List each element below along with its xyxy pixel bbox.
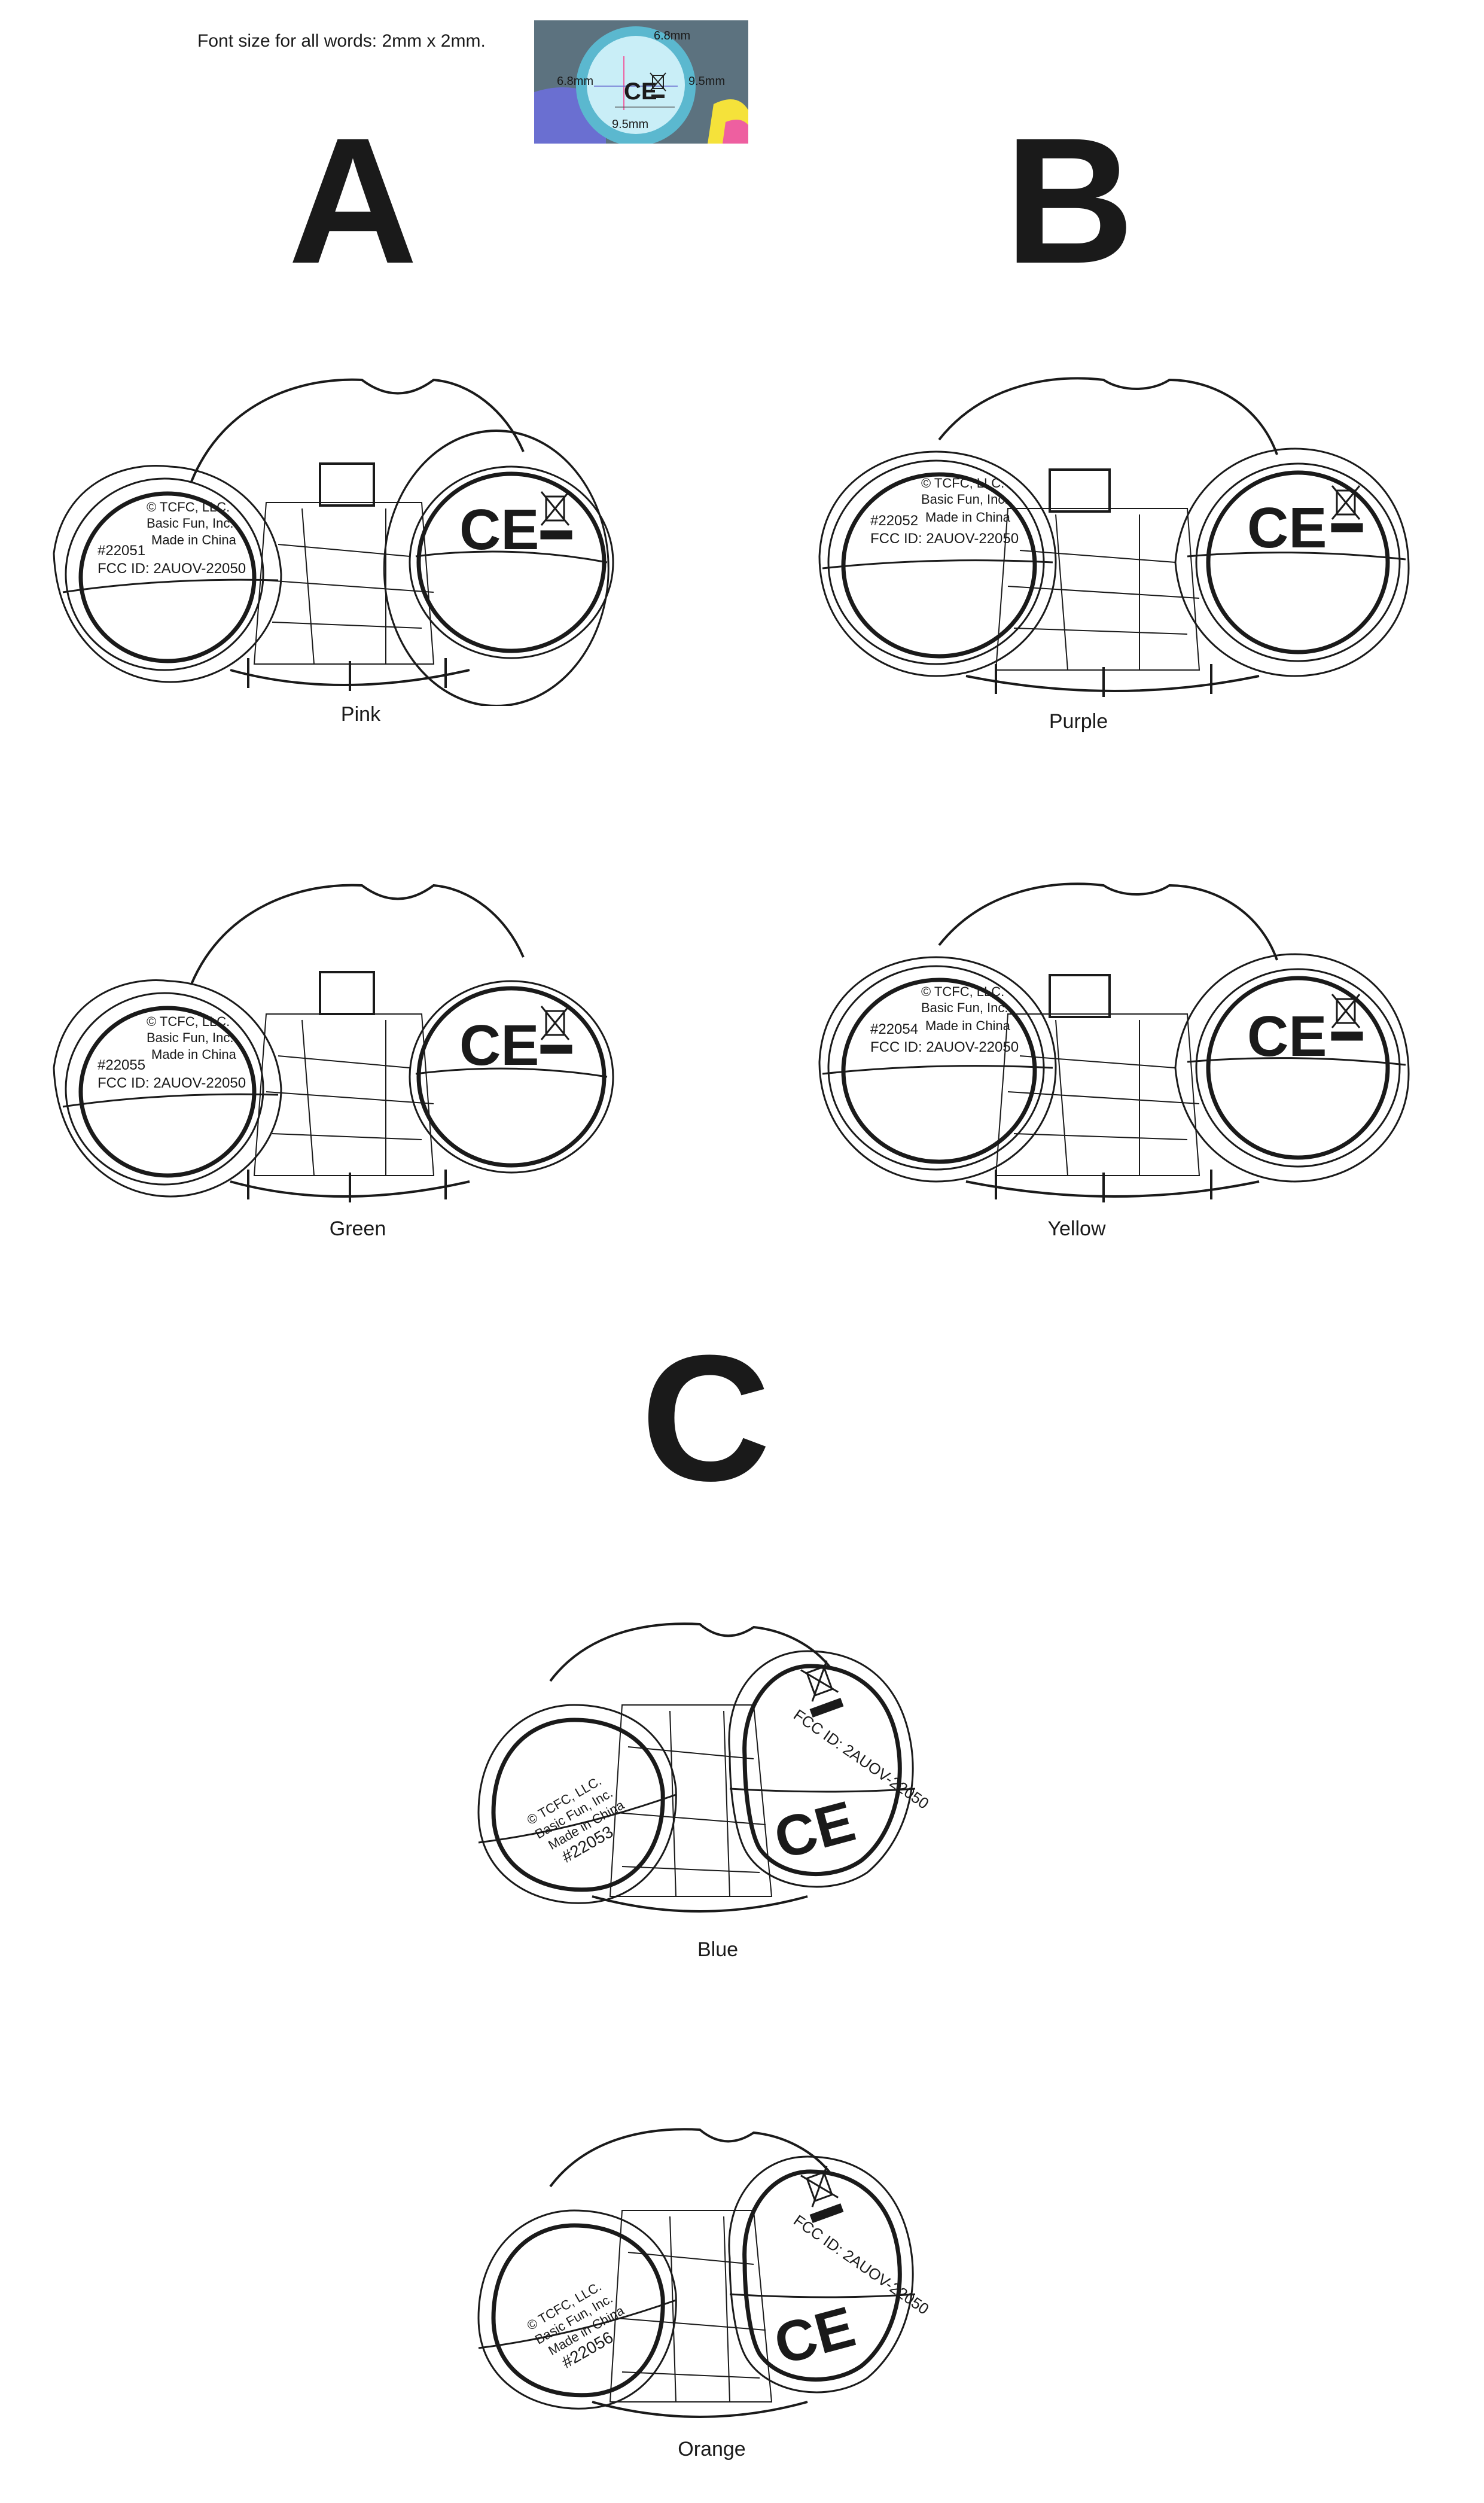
- ce-mark: CE: [1247, 496, 1327, 560]
- figure-orange: © TCFC, LLC. Basic Fun, Inc. Made in Chi…: [473, 2121, 945, 2432]
- thumb-ce-mark: CE: [624, 78, 657, 105]
- label-origin: Made in China: [925, 510, 1011, 525]
- label-model: #22054: [870, 1021, 918, 1037]
- caption-yellow: Yellow: [1047, 1217, 1106, 1240]
- font-size-note: Font size for all words: 2mm x 2mm.: [197, 31, 486, 51]
- caption-pink: Pink: [340, 703, 381, 726]
- figure-yellow: © TCFC, LLC. Basic Fun, Inc. #22054 Made…: [816, 876, 1415, 1217]
- figure-pink: © TCFC, LLC. Basic Fun, Inc. #22051 Made…: [51, 365, 625, 706]
- label-origin: Made in China: [925, 1018, 1011, 1033]
- section-letter-b: B: [1004, 100, 1135, 301]
- figure-purple: © TCFC, LLC. Basic Fun, Inc. #22052 Made…: [816, 371, 1415, 712]
- label-fcc: FCC ID: 2AUOV-22050: [790, 1706, 932, 1813]
- weee-bin-icon: [1331, 485, 1363, 532]
- weee-bin-icon: [650, 72, 666, 98]
- label-copyright: © TCFC, LLC.: [921, 984, 1004, 999]
- dim-left: 6.8mm: [557, 75, 593, 88]
- dim-right: 9.5mm: [688, 75, 725, 88]
- dim-top: 6.8mm: [654, 29, 690, 42]
- caption-green: Green: [329, 1217, 386, 1240]
- label-origin: Made in China: [151, 1047, 237, 1062]
- label-model: #22051: [97, 543, 145, 559]
- label-dimension-photo: CE 6.8mm 6.8mm 9.5mm 9.5mm: [534, 20, 748, 144]
- label-fcc: FCC ID: 2AUOV-22050: [97, 1075, 246, 1091]
- weee-bin-icon: [1331, 994, 1363, 1041]
- weee-bin-icon: [540, 1006, 572, 1054]
- ce-mark: CE: [768, 1789, 862, 1871]
- figure-blue: © TCFC, LLC. Basic Fun, Inc. Made in Chi…: [473, 1615, 945, 1926]
- ce-mark: CE: [459, 498, 539, 562]
- caption-blue: Blue: [697, 1938, 739, 1961]
- label-company: Basic Fun, Inc.: [921, 492, 1008, 507]
- weee-bin-icon: [540, 491, 572, 540]
- ce-mark: CE: [459, 1013, 539, 1077]
- label-fcc: FCC ID: 2AUOV-22050: [97, 561, 246, 577]
- ce-mark: CE: [1247, 1004, 1327, 1068]
- label-fcc: FCC ID: 2AUOV-22050: [790, 2211, 932, 2318]
- dim-bottom: 9.5mm: [612, 118, 648, 131]
- caption-orange: Orange: [678, 2438, 746, 2461]
- label-fcc: FCC ID: 2AUOV-22050: [870, 531, 1019, 547]
- label-company: Basic Fun, Inc.: [147, 516, 234, 531]
- label-model: #22052: [870, 513, 918, 529]
- label-copyright: © TCFC, LLC.: [147, 500, 230, 514]
- label-company: Basic Fun, Inc.: [147, 1030, 234, 1045]
- section-letter-a: A: [288, 100, 418, 301]
- ce-mark: CE: [768, 2294, 862, 2377]
- label-copyright: © TCFC, LLC.: [147, 1014, 230, 1029]
- label-origin: Made in China: [151, 532, 237, 547]
- figure-green: © TCFC, LLC. Basic Fun, Inc. #22055 Made…: [51, 876, 625, 1217]
- caption-purple: Purple: [1049, 710, 1108, 733]
- weee-bin-icon: [800, 2166, 844, 2224]
- label-fcc: FCC ID: 2AUOV-22050: [870, 1039, 1019, 1055]
- weee-bin-icon: [800, 1660, 844, 1718]
- label-model: #22055: [97, 1057, 145, 1073]
- section-letter-c: C: [641, 1317, 771, 1518]
- label-copyright: © TCFC, LLC.: [921, 476, 1004, 491]
- label-company: Basic Fun, Inc.: [921, 1000, 1008, 1015]
